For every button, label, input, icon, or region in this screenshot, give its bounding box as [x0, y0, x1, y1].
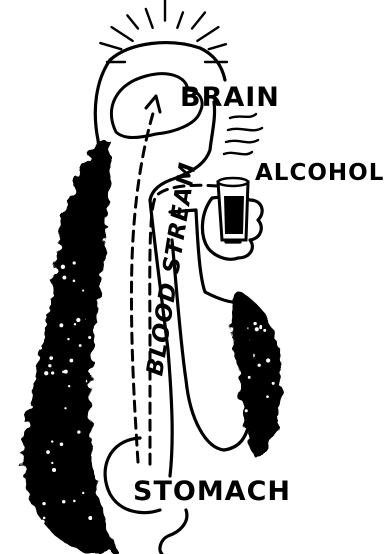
stipple-dot: [245, 409, 248, 412]
stipple-dot: [255, 327, 259, 331]
stipple-dot: [272, 382, 275, 385]
stipple-dot: [259, 326, 262, 329]
stipple-dot: [61, 265, 65, 269]
stipple-dot: [82, 492, 84, 494]
arrowhead-icon: [146, 96, 160, 112]
stipple-dot: [253, 322, 256, 325]
stipple-dot: [248, 376, 251, 379]
head-ray: [127, 15, 138, 28]
stipple-dot: [40, 520, 44, 524]
stipple-dot: [76, 318, 80, 322]
stipple-dot: [49, 356, 53, 360]
stipple-dot: [90, 372, 93, 375]
stipple-dot: [44, 371, 48, 375]
stipple-dot: [266, 395, 269, 398]
stipple-dot: [258, 364, 261, 367]
head-ray: [177, 12, 183, 27]
head-ray: [209, 44, 226, 49]
stipple-dot: [64, 407, 66, 409]
stipple-dot: [73, 261, 76, 264]
stipple-dot: [88, 336, 91, 339]
stipple-dot: [263, 329, 266, 332]
stipple-dot: [43, 245, 46, 248]
stipple-dot: [69, 359, 73, 363]
stipple-dot: [51, 440, 53, 442]
stipple-dot: [60, 443, 64, 447]
stipple-dot: [73, 500, 76, 503]
stipple-dot: [48, 364, 51, 367]
stipple-dot: [42, 502, 45, 505]
stipple-dot: [62, 276, 66, 280]
stipple-dot: [68, 385, 70, 387]
stipple-dot: [74, 323, 76, 325]
stipple-dot: [51, 371, 54, 374]
stipple-dot: [52, 468, 56, 472]
stipple-dot: [59, 323, 63, 327]
stipple-dot: [62, 370, 65, 373]
stomach-label: STOMACH: [133, 476, 291, 507]
stipple-dot: [77, 430, 80, 433]
stipple-dot: [88, 516, 92, 520]
head-ray: [100, 43, 121, 49]
head-ray: [197, 27, 218, 41]
stipple-dot: [62, 500, 65, 503]
head-ray: [192, 12, 205, 28]
alcohol-label: ALCOHOL: [255, 160, 384, 186]
stipple-dot: [46, 450, 50, 454]
stipple-dot: [51, 462, 53, 464]
stipple-dot: [43, 517, 46, 520]
stipple-dot: [67, 338, 69, 340]
stipple-dot: [79, 344, 82, 347]
stipple-dot: [39, 346, 42, 349]
stipple-dot: [82, 290, 84, 292]
alcohol-fumes: [224, 114, 262, 154]
front-shadow: [232, 292, 282, 460]
stipple-dot: [40, 336, 43, 339]
back-shadow: [22, 140, 118, 552]
stipple-dot: [266, 358, 270, 362]
brain-label: BRAIN: [180, 82, 280, 113]
head-ray: [146, 9, 153, 28]
alcohol-glass: [218, 178, 248, 240]
head-ray: [112, 27, 133, 41]
stipple-dot: [73, 280, 76, 283]
